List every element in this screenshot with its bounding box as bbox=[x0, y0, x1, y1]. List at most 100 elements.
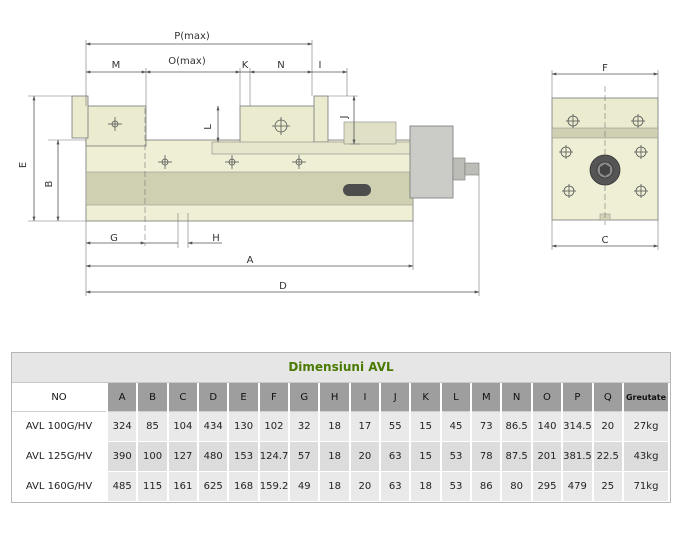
value-cell-f: 102 bbox=[258, 411, 291, 442]
value-cell-j: 55 bbox=[380, 411, 412, 442]
column-header-no: NO bbox=[12, 383, 108, 412]
column-header-c: C bbox=[167, 383, 200, 412]
value-cell-n: 87.5 bbox=[501, 441, 533, 472]
drive-shaft bbox=[452, 157, 466, 181]
dim-label-g: G bbox=[110, 233, 118, 244]
value-cell-k: 15 bbox=[410, 411, 442, 442]
model-name-cell: AVL 125G/HV bbox=[12, 441, 108, 472]
value-cell-b: 115 bbox=[137, 471, 169, 502]
side-dimensions: P(max) M O(max) K N I E B L J bbox=[18, 31, 480, 296]
end-dimensions: F C bbox=[551, 63, 659, 250]
value-cell-i: 20 bbox=[349, 441, 382, 472]
value-cell-d: 434 bbox=[198, 411, 230, 442]
column-header-f: F bbox=[258, 383, 291, 412]
column-header-q: Q bbox=[592, 383, 624, 412]
value-cell-greutate: 71kg bbox=[623, 471, 670, 502]
value-cell-i: 20 bbox=[349, 471, 382, 502]
dim-label-p: P(max) bbox=[174, 31, 210, 42]
moving-jaw-plate bbox=[313, 95, 329, 143]
value-cell-p: 381.5 bbox=[562, 441, 594, 472]
value-cell-c: 104 bbox=[167, 411, 200, 442]
column-header-j: J bbox=[380, 383, 412, 412]
fixed-jaw bbox=[85, 105, 147, 147]
vise-technical-drawing: P(max) M O(max) K N I E B L J bbox=[18, 31, 659, 296]
column-header-l: L bbox=[440, 383, 473, 412]
value-cell-g: 32 bbox=[289, 411, 321, 442]
value-cell-e: 168 bbox=[228, 471, 260, 502]
value-cell-g: 57 bbox=[289, 441, 321, 472]
value-cell-greutate: 27kg bbox=[623, 411, 670, 442]
value-cell-j: 63 bbox=[380, 441, 412, 472]
dim-label-j: J bbox=[339, 116, 350, 120]
side-slot bbox=[343, 184, 371, 196]
column-header-k: K bbox=[410, 383, 442, 412]
column-header-e: E bbox=[228, 383, 260, 412]
column-header-p: P bbox=[562, 383, 594, 412]
value-cell-a: 390 bbox=[107, 441, 139, 472]
value-cell-p: 479 bbox=[562, 471, 594, 502]
value-cell-e: 130 bbox=[228, 411, 260, 442]
value-cell-f: 124.7 bbox=[258, 441, 291, 472]
column-header-g: G bbox=[289, 383, 321, 412]
value-cell-a: 324 bbox=[107, 411, 139, 442]
dim-label-d: D bbox=[279, 281, 287, 292]
column-header-a: A bbox=[107, 383, 139, 412]
value-cell-q: 25 bbox=[592, 471, 624, 502]
value-cell-m: 73 bbox=[471, 411, 503, 442]
value-cell-f: 159.2 bbox=[258, 471, 291, 502]
value-cell-j: 63 bbox=[380, 471, 412, 502]
end-view bbox=[551, 86, 659, 225]
column-header-b: B bbox=[137, 383, 169, 412]
dim-label-h: H bbox=[212, 233, 220, 244]
value-cell-a: 485 bbox=[107, 471, 139, 502]
value-cell-l: 53 bbox=[440, 471, 473, 502]
value-cell-c: 127 bbox=[167, 441, 200, 472]
model-name-cell: AVL 100G/HV bbox=[12, 411, 108, 442]
value-cell-o: 295 bbox=[531, 471, 564, 502]
dim-label-k: K bbox=[242, 60, 249, 71]
column-header-h: H bbox=[319, 383, 351, 412]
value-cell-c: 161 bbox=[167, 471, 200, 502]
value-cell-h: 18 bbox=[319, 411, 351, 442]
value-cell-n: 80 bbox=[501, 471, 533, 502]
dim-label-b: B bbox=[44, 180, 55, 187]
value-cell-g: 49 bbox=[289, 471, 321, 502]
fixed-jaw-plate bbox=[71, 95, 89, 139]
value-cell-k: 18 bbox=[410, 471, 442, 502]
value-cell-l: 53 bbox=[440, 441, 473, 472]
value-cell-p: 314.5 bbox=[562, 411, 594, 442]
value-cell-m: 86 bbox=[471, 471, 503, 502]
value-cell-b: 85 bbox=[137, 411, 169, 442]
model-name-cell: AVL 160G/HV bbox=[12, 471, 108, 502]
dim-label-m: M bbox=[112, 60, 121, 71]
dim-label-a: A bbox=[247, 255, 254, 266]
value-cell-b: 100 bbox=[137, 441, 169, 472]
value-cell-h: 18 bbox=[319, 441, 351, 472]
value-cell-m: 78 bbox=[471, 441, 503, 472]
drive-block bbox=[409, 125, 454, 199]
table-title: Dimensiuni AVL bbox=[12, 353, 670, 383]
value-cell-n: 86.5 bbox=[501, 411, 533, 442]
value-cell-h: 18 bbox=[319, 471, 351, 502]
dim-label-n: N bbox=[277, 60, 284, 71]
value-cell-q: 20 bbox=[592, 411, 624, 442]
column-header-n: N bbox=[501, 383, 533, 412]
drive-spline bbox=[464, 162, 480, 176]
value-cell-greutate: 43kg bbox=[623, 441, 670, 472]
dim-label-f: F bbox=[602, 63, 608, 74]
dim-label-l: L bbox=[203, 124, 214, 130]
value-cell-o: 140 bbox=[531, 411, 564, 442]
column-header-m: M bbox=[471, 383, 503, 412]
crosshair-marks bbox=[108, 117, 306, 169]
dim-label-i: I bbox=[319, 60, 322, 71]
value-cell-d: 480 bbox=[198, 441, 230, 472]
side-view bbox=[71, 95, 480, 246]
dim-label-c: C bbox=[602, 235, 609, 246]
value-cell-i: 17 bbox=[349, 411, 382, 442]
